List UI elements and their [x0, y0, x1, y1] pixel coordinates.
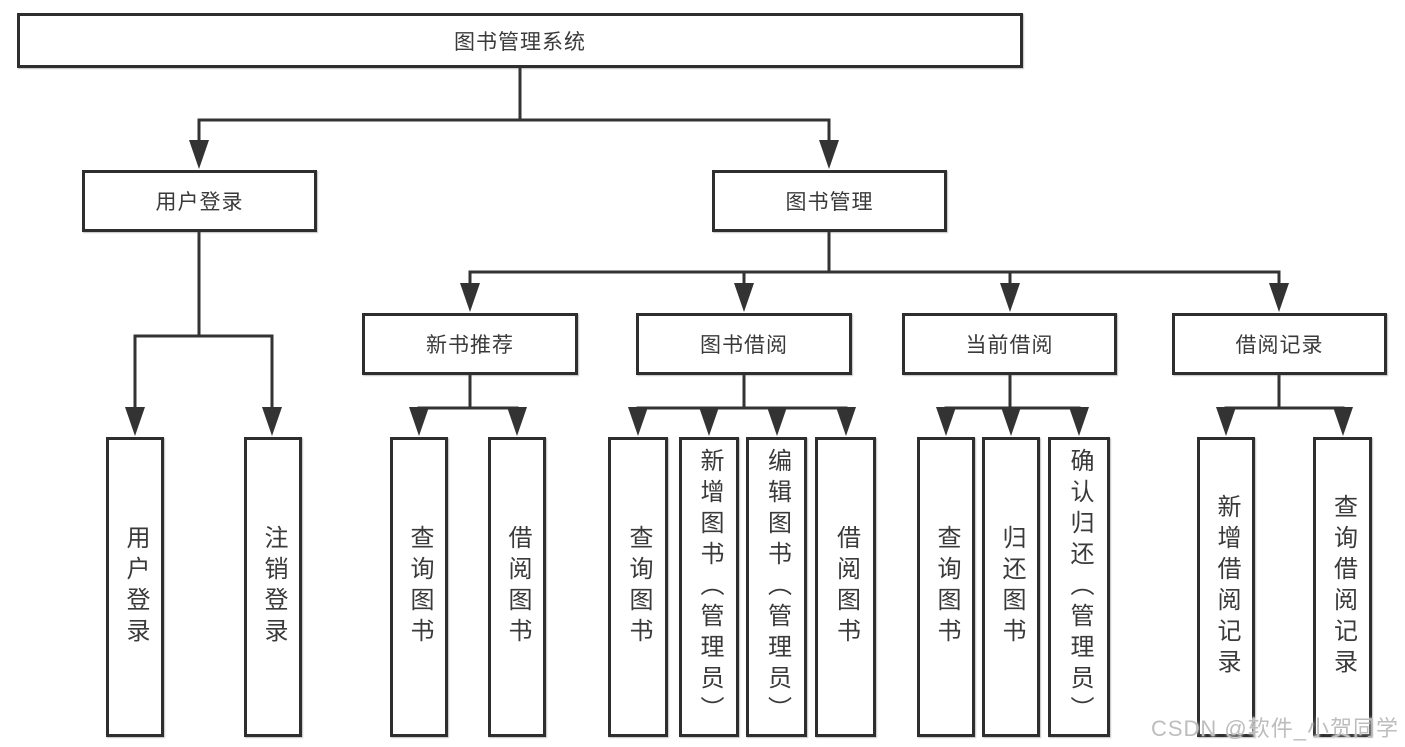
node-new-book-recommend-label: 新书推荐 — [426, 334, 514, 357]
leaf-current-return-books: 归还图书 — [982, 437, 1040, 737]
leaf-records-add-record-label: 新增借阅记录 — [1213, 494, 1240, 680]
leaf-current-return-books-label: 归还图书 — [998, 525, 1025, 649]
node-root-label: 图书管理系统 — [454, 30, 586, 54]
leaf-records-query-record: 查询借阅记录 — [1313, 437, 1372, 737]
leaf-borrow-borrow-books: 借阅图书 — [815, 437, 876, 737]
connector-book-borrow-branch — [628, 373, 856, 436]
leaf-current-confirm-return-admin: 确认归还（管理员） — [1048, 437, 1110, 737]
leaf-current-confirm-return-admin-label: 确认归还（管理员） — [1066, 447, 1093, 727]
node-borrow-records: 借阅记录 — [1172, 313, 1387, 375]
leaf-user-login: 用户登录 — [106, 437, 164, 737]
leaf-logout-label: 注销登录 — [260, 525, 287, 649]
leaf-borrow-query-books-label: 查询图书 — [625, 525, 652, 649]
connector-book-mgmt-branch — [460, 230, 1289, 312]
connector-new-book-branch — [409, 373, 527, 436]
leaf-borrow-edit-books-admin: 编辑图书（管理员） — [746, 437, 807, 737]
node-book-borrow: 图书借阅 — [636, 313, 852, 375]
node-book-borrow-label: 图书借阅 — [700, 334, 788, 357]
node-book-mgmt-label: 图书管理 — [785, 191, 874, 214]
connector-current-borrow-branch — [936, 373, 1089, 436]
leaf-newbook-query-books: 查询图书 — [390, 437, 448, 737]
connector-records-branch — [1216, 373, 1353, 436]
watermark: CSDN @软件_小贺同学 — [1150, 716, 1399, 741]
leaf-records-add-record: 新增借阅记录 — [1197, 437, 1255, 737]
leaf-borrow-edit-books-admin-label: 编辑图书（管理员） — [763, 447, 791, 727]
node-new-book-recommend: 新书推荐 — [362, 313, 578, 375]
leaf-newbook-borrow-books: 借阅图书 — [488, 437, 546, 737]
leaf-borrow-borrow-books-label: 借阅图书 — [832, 525, 860, 649]
leaf-borrow-add-books-admin-label: 新增图书（管理员） — [696, 447, 723, 727]
leaf-logout: 注销登录 — [244, 437, 302, 737]
leaf-current-query-books-label: 查询图书 — [933, 525, 960, 649]
node-root: 图书管理系统 — [17, 13, 1023, 68]
leaf-current-query-books: 查询图书 — [917, 437, 975, 737]
leaf-records-query-record-label: 查询借阅记录 — [1329, 494, 1357, 680]
connector-root-to-level2 — [189, 66, 839, 169]
connector-user-login-branch — [125, 230, 282, 436]
node-user-login-label: 用户登录 — [155, 191, 244, 214]
leaf-user-login-label: 用户登录 — [122, 525, 149, 649]
leaf-borrow-query-books: 查询图书 — [608, 437, 668, 737]
leaf-newbook-query-books-label: 查询图书 — [406, 525, 433, 649]
node-borrow-records-label: 借阅记录 — [1235, 334, 1324, 357]
leaf-newbook-borrow-books-label: 借阅图书 — [504, 525, 531, 649]
node-current-borrow: 当前借阅 — [902, 313, 1117, 375]
node-current-borrow-label: 当前借阅 — [965, 334, 1054, 357]
node-user-login: 用户登录 — [82, 170, 317, 232]
node-book-mgmt: 图书管理 — [712, 170, 947, 232]
leaf-borrow-add-books-admin: 新增图书（管理员） — [679, 437, 739, 737]
